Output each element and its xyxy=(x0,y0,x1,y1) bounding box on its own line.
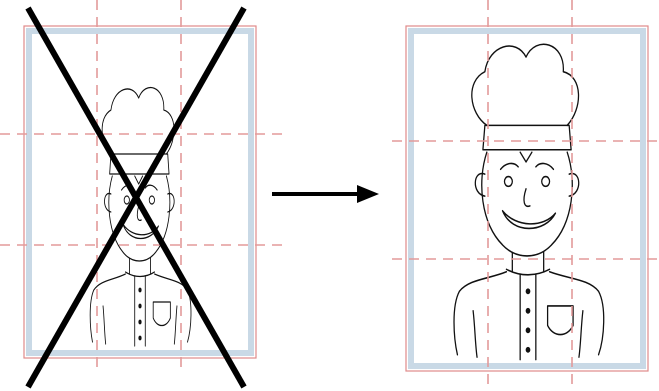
right-frame-outer xyxy=(405,25,649,372)
left-panel xyxy=(0,0,282,389)
left-grid-guides xyxy=(0,0,282,368)
right-arrow-icon xyxy=(272,185,379,203)
right-grid-guides xyxy=(392,0,659,391)
right-frame-mat xyxy=(408,28,646,369)
left-frame-mat xyxy=(26,28,254,356)
cross-out-mark xyxy=(25,6,247,389)
right-panel xyxy=(392,0,659,391)
left-frame-outer xyxy=(23,25,257,359)
